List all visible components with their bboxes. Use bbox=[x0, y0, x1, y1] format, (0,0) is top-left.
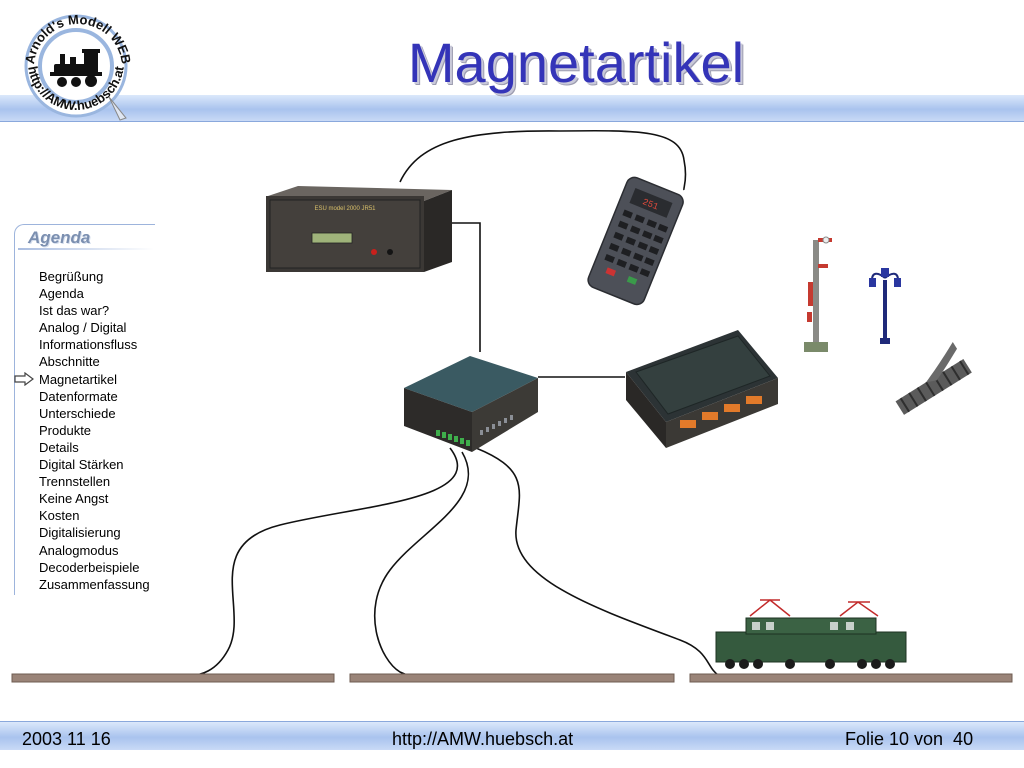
footer-bar bbox=[0, 721, 1024, 750]
agenda-item-current[interactable]: Magnetartikel bbox=[39, 371, 118, 387]
agenda-panel bbox=[14, 224, 155, 595]
cable-to-track-left bbox=[189, 447, 459, 677]
footer-url[interactable]: http://AMW.huebsch.at bbox=[392, 729, 574, 749]
agenda-item[interactable]: Informationsfluss bbox=[39, 337, 138, 353]
handheld-controller-icon: 251 bbox=[587, 176, 684, 306]
cable-to-locomotive bbox=[475, 447, 741, 681]
agenda-item[interactable]: Unterschiede bbox=[39, 405, 116, 421]
agenda-item[interactable]: Kosten bbox=[39, 508, 80, 524]
central-unit-label: ESU model 2000 JR51 bbox=[314, 206, 376, 212]
central-unit-icon: ESU model 2000 JR51 bbox=[266, 186, 452, 272]
agenda-item[interactable]: Analogmodus bbox=[39, 542, 119, 558]
booster-icon bbox=[404, 356, 538, 452]
agenda-divider bbox=[18, 248, 154, 250]
agenda-item[interactable]: Zusammenfassung bbox=[39, 576, 150, 592]
cable-central-to-handheld bbox=[399, 129, 687, 191]
agenda-item[interactable]: Analog / Digital bbox=[39, 320, 127, 336]
accessory-decoder-icon bbox=[626, 330, 778, 448]
cable-central-to-booster bbox=[452, 222, 481, 352]
semaphore-signal-icon bbox=[804, 236, 832, 352]
current-item-arrow-icon bbox=[14, 372, 34, 386]
agenda-item[interactable]: Digitalisierung bbox=[39, 525, 121, 541]
agenda-item[interactable]: Produkte bbox=[39, 422, 92, 438]
steam-locomotive-icon bbox=[50, 49, 102, 87]
agenda-item[interactable]: Begrüßung bbox=[39, 269, 104, 284]
track-icon bbox=[349, 673, 675, 683]
agenda-list: Begrüßung Agenda Ist das war? Analog / D… bbox=[39, 268, 150, 593]
street-lamp-icon bbox=[869, 268, 901, 344]
footer-page-number: Folie 10 von 40 bbox=[845, 729, 974, 749]
agenda-item[interactable]: Abschnitte bbox=[39, 354, 100, 370]
turnout-icon bbox=[895, 341, 972, 415]
track-icon bbox=[689, 673, 1013, 683]
agenda-item[interactable]: Trennstellen bbox=[39, 474, 111, 490]
agenda-heading: Agenda bbox=[28, 228, 91, 247]
page-title: Magnetartikel bbox=[407, 31, 745, 94]
agenda-item[interactable]: Details bbox=[39, 439, 79, 455]
agenda-item[interactable]: Digital Stärken bbox=[39, 457, 124, 473]
cable-to-track-middle bbox=[374, 451, 470, 681]
footer-date: 2003 11 16 bbox=[22, 729, 111, 749]
agenda-item[interactable]: Decoderbeispiele bbox=[39, 559, 140, 575]
agenda-item[interactable]: Ist das war? bbox=[39, 303, 110, 319]
logo: Arnold's Modell WEB http://AMW.huebsch.a… bbox=[22, 12, 134, 121]
track-icon bbox=[11, 673, 335, 683]
agenda-item[interactable]: Datenformate bbox=[39, 388, 118, 404]
track-segments bbox=[11, 673, 1013, 683]
locomotive-icon bbox=[715, 599, 907, 669]
agenda-item[interactable]: Keine Angst bbox=[39, 491, 109, 507]
title-bar bbox=[0, 95, 1024, 122]
agenda-item[interactable]: Agenda bbox=[39, 286, 84, 302]
